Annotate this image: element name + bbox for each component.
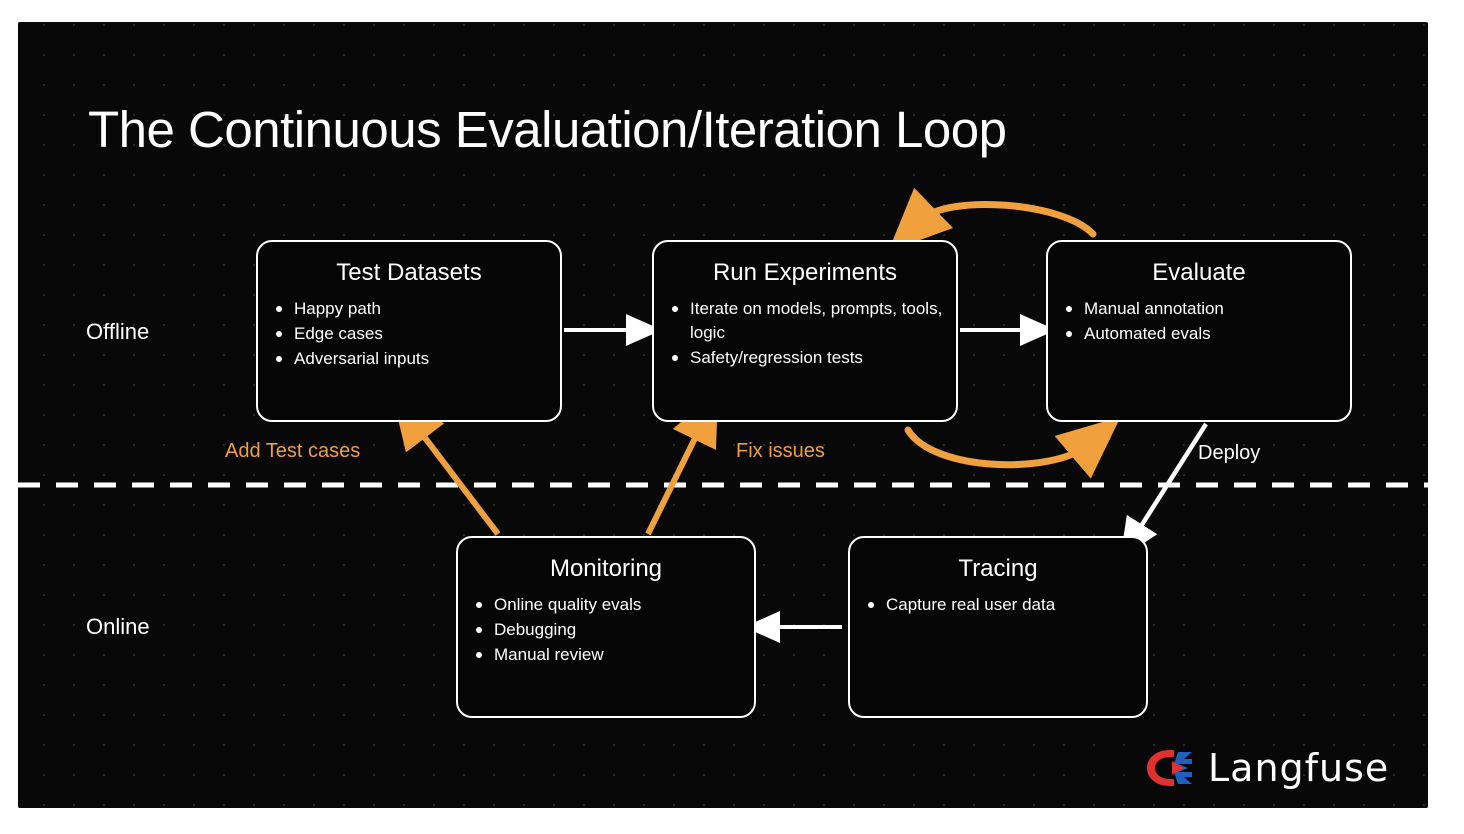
node-bullet-list: Capture real user data	[850, 593, 1146, 617]
list-item: Edge cases	[276, 322, 548, 346]
node-monitoring[interactable]: Monitoring Online quality evals Debuggin…	[456, 536, 756, 718]
node-bullet-list: Manual annotation Automated evals	[1048, 297, 1350, 346]
list-item: Debugging	[476, 618, 742, 642]
node-title: Tracing	[958, 555, 1038, 582]
list-item: Adversarial inputs	[276, 347, 548, 371]
diagram-canvas: The Continuous Evaluation/Iteration Loop…	[18, 22, 1428, 808]
list-item: Happy path	[276, 297, 548, 321]
list-item: Online quality evals	[476, 593, 742, 617]
edge-run-experiments-to-evaluate-curve	[904, 416, 1121, 479]
edge-label-add-test-cases: Add Test cases	[225, 440, 361, 462]
node-bullet-list: Happy path Edge cases Adversarial inputs	[258, 297, 560, 371]
langfuse-logo-icon	[1147, 750, 1192, 786]
list-item: Iterate on models, prompts, tools, logic	[672, 297, 944, 345]
node-title: Evaluate	[1152, 259, 1246, 286]
node-title: Run Experiments	[712, 259, 898, 286]
node-title: Monitoring	[549, 555, 663, 582]
edge-monitoring-to-test-datasets	[392, 394, 501, 536]
list-item: Manual review	[476, 643, 742, 667]
edge-label-deploy: Deploy	[1198, 442, 1261, 464]
langfuse-wordmark: Langfuse	[1208, 746, 1390, 790]
edge-evaluate-to-tracing	[1120, 422, 1208, 559]
node-title: Test Datasets	[336, 259, 482, 286]
langfuse-logo: Langfuse	[1144, 746, 1389, 790]
edge-evaluate-to-run-experiments-curve	[888, 187, 1097, 252]
list-item: Manual annotation	[1066, 297, 1338, 321]
node-evaluate[interactable]: Evaluate Manual annotation Automated eva…	[1046, 240, 1352, 422]
list-item: Automated evals	[1066, 322, 1338, 346]
node-bullet-list: Iterate on models, prompts, tools, logic…	[654, 297, 956, 370]
node-tracing[interactable]: Tracing Capture real user data	[848, 536, 1148, 718]
lane-label-online: Online	[86, 614, 150, 639]
list-item: Capture real user data	[868, 593, 1134, 617]
lane-label-offline: Offline	[86, 319, 150, 344]
list-item: Safety/regression tests	[672, 346, 944, 370]
edge-label-fix-issues: Fix issues	[736, 440, 825, 462]
node-test-datasets[interactable]: Test Datasets Happy path Edge cases Adve…	[256, 240, 562, 422]
edge-monitoring-to-run-experiments	[645, 390, 719, 536]
page-title: The Continuous Evaluation/Iteration Loop	[88, 101, 1007, 158]
node-run-experiments[interactable]: Run Experiments Iterate on models, promp…	[652, 240, 958, 422]
node-bullet-list: Online quality evals Debugging Manual re…	[458, 593, 754, 667]
